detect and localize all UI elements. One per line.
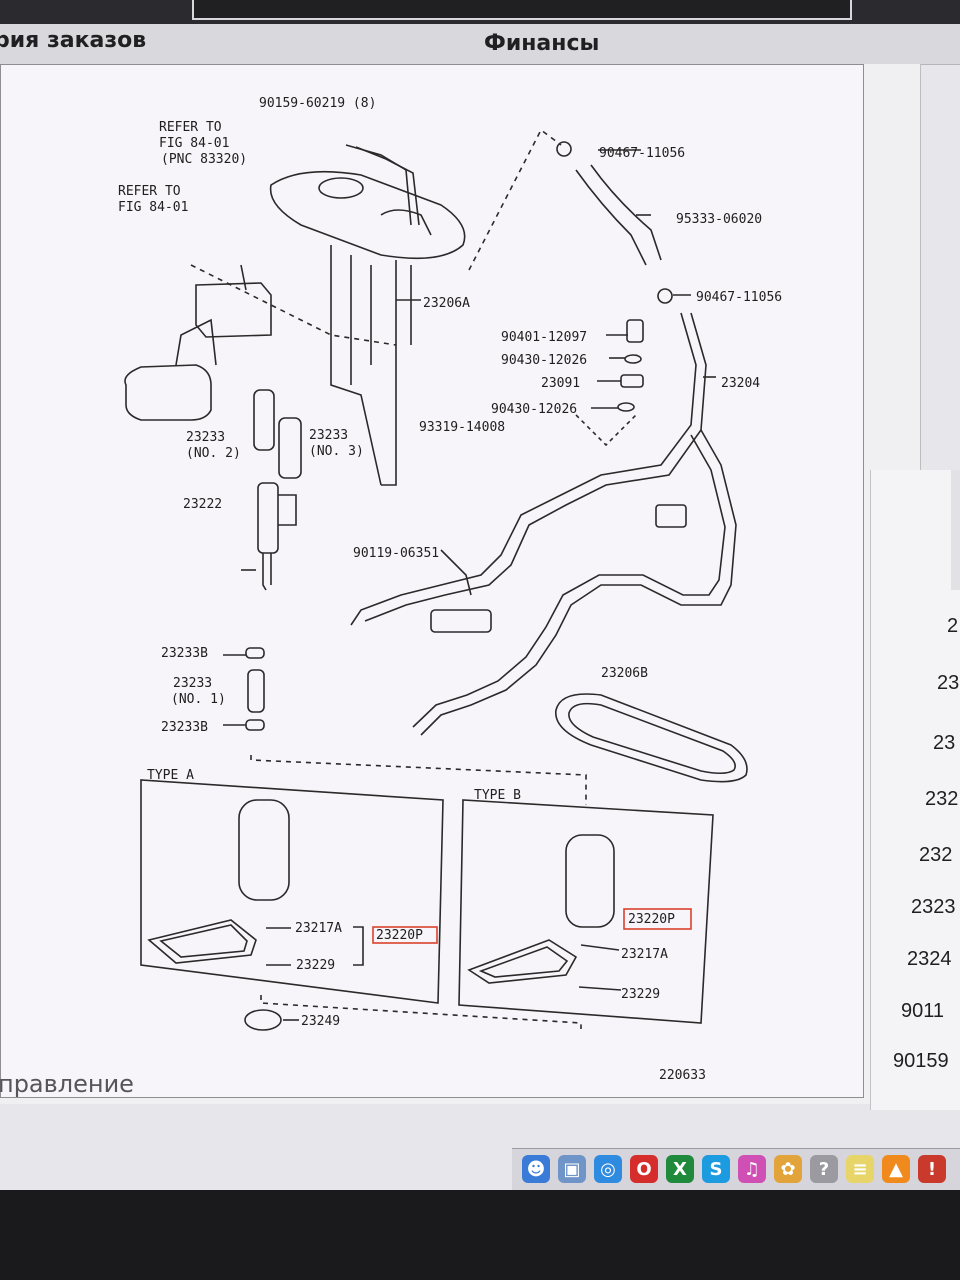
notes-icon[interactable]: ≡ [846, 1155, 874, 1183]
parts-list-item[interactable]: 232 [925, 788, 959, 810]
photos-icon[interactable]: ✿ [774, 1155, 802, 1183]
label-23233b-2: 23233B [161, 720, 208, 735]
label-23233-no1a: 23233 [173, 676, 212, 691]
finder-icon[interactable]: ☻ [522, 1155, 550, 1183]
label-90467a: 90467-11056 [599, 146, 685, 161]
parts-list-item[interactable]: 2324 [907, 948, 952, 970]
safari-icon[interactable]: ◎ [594, 1155, 622, 1183]
label-95333: 95333-06020 [676, 212, 762, 227]
opera-icon[interactable]: O [630, 1155, 658, 1183]
section-label[interactable]: правление [0, 1070, 134, 1098]
excel-icon[interactable]: X [666, 1155, 694, 1183]
parts-list-item[interactable]: 2323 [911, 896, 956, 918]
label-23091: 23091 [541, 376, 580, 391]
figure-number: 220633 [659, 1068, 706, 1083]
label-refer2b: FIG 84-01 [118, 200, 188, 215]
parts-diagram: 90159-60219 (8) REFER TO FIG 84-01 (PNC … [0, 64, 864, 1098]
help-icon[interactable]: ? [810, 1155, 838, 1183]
parts-list-item[interactable]: 9011 [901, 1000, 945, 1022]
tab-order-history[interactable]: рия заказов [0, 28, 147, 53]
label-23233-no3a: 23233 [309, 428, 348, 443]
parts-list-item[interactable]: 23 [937, 672, 960, 694]
highlight-box-a [372, 926, 438, 944]
label-90401: 90401-12097 [501, 330, 587, 345]
alert-icon[interactable]: ! [918, 1155, 946, 1183]
label-23204: 23204 [721, 376, 760, 391]
label-90467b: 90467-11056 [696, 290, 782, 305]
label-b-23229: 23229 [621, 987, 660, 1002]
address-field[interactable] [192, 0, 852, 20]
parts-diagram-drawing: 90159-60219 (8) REFER TO FIG 84-01 (PNC … [118, 96, 782, 1083]
tab-bar: рия заказов Финансы [0, 24, 960, 65]
highlight-box-b [623, 908, 692, 930]
label-90430a: 90430-12026 [501, 353, 587, 368]
parts-list-header [951, 470, 960, 590]
label-b-23217a: 23217A [621, 947, 668, 962]
parts-list-column: 2 23 23 232 232 2323 2324 9011 90159 [870, 470, 960, 1110]
parts-list-item[interactable]: 232 [919, 844, 953, 866]
label-23206a: 23206A [423, 296, 470, 311]
label-23249: 23249 [301, 1014, 340, 1029]
label-refer2a: REFER TO [118, 184, 181, 199]
parts-list-item[interactable]: 90159 [893, 1050, 949, 1072]
label-90159: 90159-60219 (8) [259, 96, 376, 111]
top-bar [0, 0, 960, 24]
parts-list-item[interactable]: 23 [933, 732, 956, 754]
label-23206b: 23206B [601, 666, 648, 681]
label-b-23220p: 23220P [628, 912, 675, 927]
label-23233-no2b: (NO. 2) [186, 446, 241, 461]
screen: рия заказов Финансы [0, 0, 960, 1190]
parts-list-item[interactable]: 2 [947, 615, 959, 637]
skype-icon[interactable]: S [702, 1155, 730, 1183]
label-90119: 90119-06351 [353, 546, 439, 561]
label-23233-no3b: (NO. 3) [309, 444, 364, 459]
label-23233b-1: 23233B [161, 646, 208, 661]
label-type-b: TYPE B [474, 788, 521, 803]
label-type-a: TYPE A [147, 768, 194, 783]
preview-icon[interactable]: ▣ [558, 1155, 586, 1183]
label-a-23220p: 23220P [376, 928, 423, 943]
tab-finance[interactable]: Финансы [484, 31, 600, 56]
label-refer1a: REFER TO [159, 120, 222, 135]
label-a-23217a: 23217A [295, 921, 342, 936]
label-refer1c: (PNC 83320) [161, 152, 247, 167]
label-93319: 93319-14008 [419, 420, 505, 435]
vlc-icon[interactable]: ▲ [882, 1155, 910, 1183]
label-23222: 23222 [183, 497, 222, 512]
label-a-23229: 23229 [296, 958, 335, 973]
label-23233-no1b: (NO. 1) [171, 692, 226, 707]
label-90430b: 90430-12026 [491, 402, 577, 417]
label-23233-no2a: 23233 [186, 430, 225, 445]
itunes-icon[interactable]: ♫ [738, 1155, 766, 1183]
label-refer1b: FIG 84-01 [159, 136, 229, 151]
